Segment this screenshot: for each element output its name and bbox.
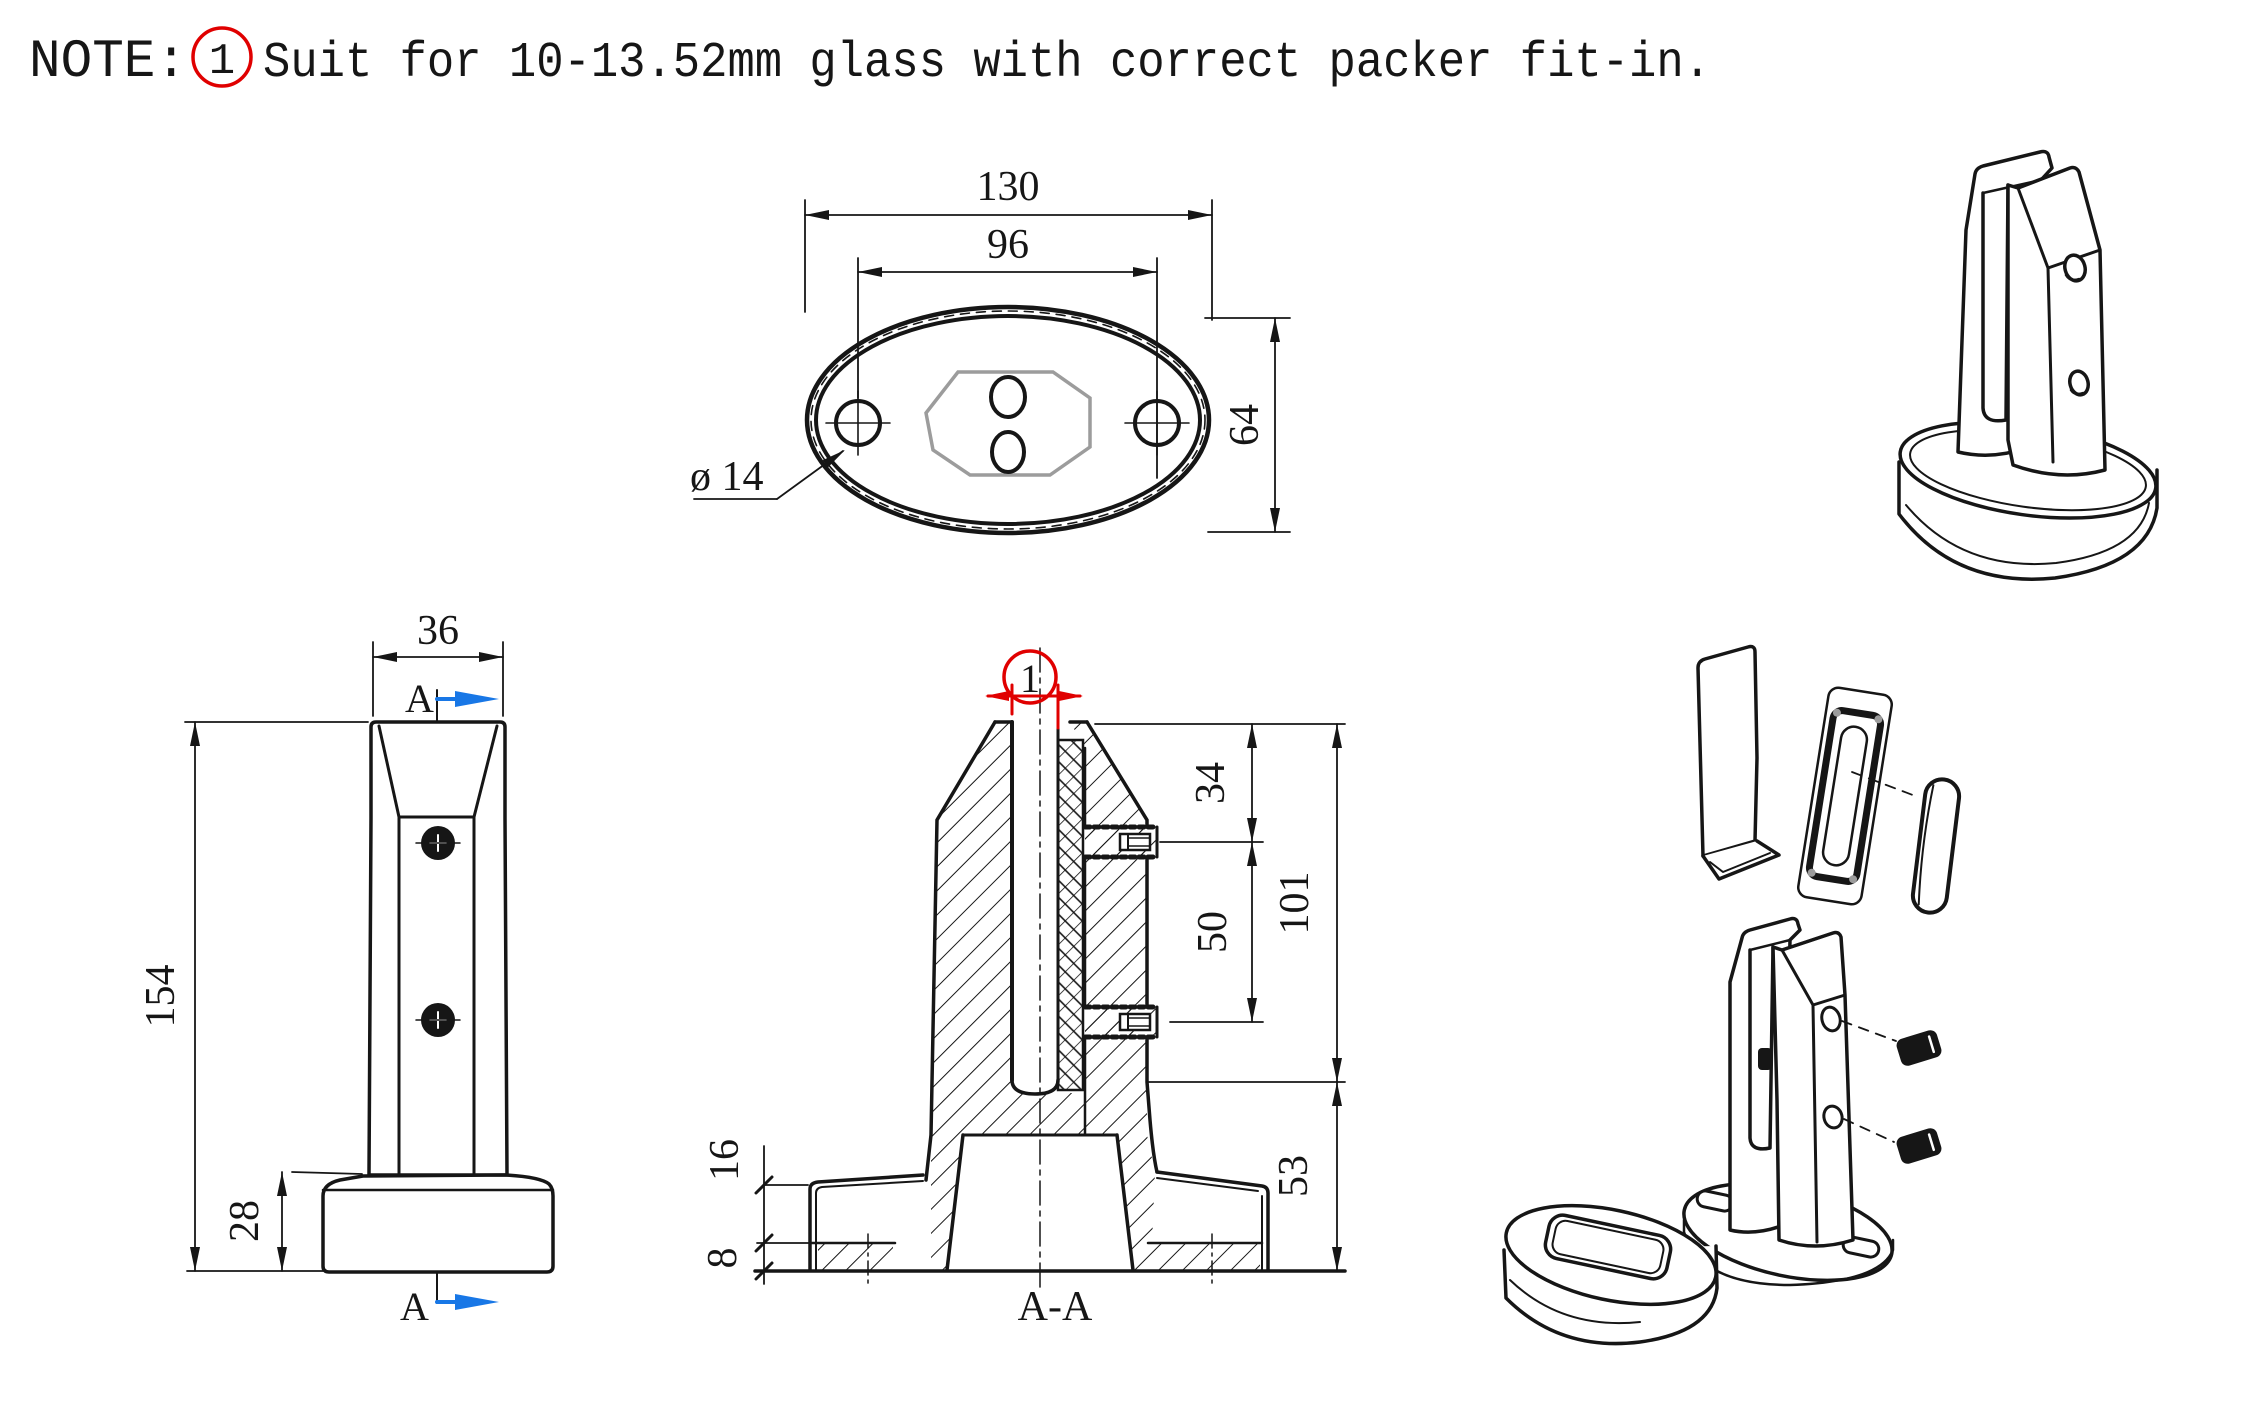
slot-hole-bottom: [990, 430, 1026, 474]
grub-screw-2: [1082, 1004, 1160, 1040]
right-base-wedge-hatch: [1117, 1135, 1260, 1270]
base-outline: [321, 1173, 555, 1274]
dim-64: 64: [1204, 317, 1291, 533]
dim-96: 96: [857, 222, 1158, 479]
dim-130: 130: [804, 164, 1213, 321]
svg-text:36: 36: [417, 608, 459, 654]
note-callout-number: 1: [209, 37, 235, 87]
svg-text:130: 130: [977, 164, 1040, 210]
body-outline: [367, 720, 509, 1177]
set-screw-2: [1896, 1128, 1942, 1164]
side-screw-1: [415, 826, 461, 860]
iso-slot: [1981, 183, 2010, 423]
svg-text:34: 34: [1188, 762, 1234, 804]
glass-slot: [1013, 722, 1057, 1092]
below-slot-hatch: [1012, 1093, 1085, 1135]
section-label: A-A: [1018, 1284, 1093, 1330]
section-arrow-top: A: [405, 676, 499, 721]
grub-screw-1: [1082, 824, 1160, 860]
base-cover: [1502, 1203, 1719, 1346]
dim-34: 34: [1188, 723, 1257, 843]
dim-28: 28: [222, 1171, 363, 1272]
svg-text:A: A: [405, 676, 434, 721]
left-base-wedge-hatch: [931, 1135, 963, 1270]
exploded-view: [1502, 644, 1962, 1346]
iso-base-bottom-line: [1905, 502, 2150, 566]
side-screw-2: [415, 1003, 461, 1037]
base-oval-mid-dashed: [810, 310, 1206, 530]
right-base-lip: [1146, 1170, 1270, 1285]
svg-text:64: 64: [1222, 404, 1268, 446]
glass-gap-callout: 1: [985, 649, 1083, 730]
top-view: 130 96 64 ø 14: [690, 164, 1291, 536]
iso-screw-hole-1: [2063, 253, 2087, 283]
dim-50: 50: [1190, 841, 1257, 1023]
note-body: Suit for 10-13.52mm glass with correct p…: [263, 35, 1711, 92]
base-oval-outer: [804, 304, 1212, 536]
svg-text:16: 16: [702, 1139, 748, 1181]
note-callout-circle: [191, 26, 253, 88]
set-screw-1: [1896, 1030, 1942, 1066]
side-view: 36 154 28 A A: [138, 608, 555, 1329]
svg-text:101: 101: [1272, 872, 1318, 935]
packer-strip: [1056, 738, 1085, 1092]
callout-number: 1: [1020, 656, 1040, 701]
leader-gasket-capsule: [1851, 771, 1919, 798]
l-packer-plate: [1696, 644, 1781, 881]
svg-text:8: 8: [700, 1248, 746, 1269]
left-base-lip: [808, 1173, 925, 1285]
hidden-boss-octagon: [924, 370, 1092, 477]
svg-text:50: 50: [1190, 911, 1236, 953]
svg-text:154: 154: [138, 965, 184, 1028]
capsule-pad: [1910, 777, 1962, 915]
svg-text:A: A: [400, 1284, 429, 1329]
slot-bottom: [1010, 1078, 1060, 1096]
iso-assembled-view: [1897, 149, 2159, 581]
section-arrow-bottom: A: [400, 1284, 499, 1329]
dim-101: 101: [1272, 723, 1342, 1083]
dim-154: 154: [138, 721, 369, 1272]
note-line: NOTE: 1 Suit for 10-13.52mm glass with c…: [29, 26, 1711, 93]
iso-front-jaw: [2006, 165, 2107, 477]
left-wall-hatch: [931, 722, 1012, 1135]
section-view: 1 34 50: [700, 647, 1347, 1330]
left-anchor-hole: [825, 390, 891, 456]
gasket-plate: [1797, 686, 1893, 906]
note-prefix: NOTE:: [29, 32, 187, 93]
dim-16-8: 16 8: [700, 1139, 774, 1285]
slot-hole-top: [989, 375, 1027, 419]
svg-text:ø 14: ø 14: [690, 454, 764, 500]
base-oval-inner: [814, 314, 1202, 526]
svg-text:53: 53: [1271, 1155, 1317, 1197]
iso-angle-face: [2016, 166, 2102, 464]
exploded-spigot-body: [1682, 916, 1895, 1287]
dim-53: 53: [1271, 1081, 1342, 1272]
leader-screw-1: [1841, 1020, 1897, 1042]
dim-hole-dia: ø 14: [690, 450, 845, 500]
svg-text:28: 28: [222, 1200, 268, 1242]
dim-36: 36: [372, 608, 504, 717]
svg-text:96: 96: [987, 222, 1029, 268]
leader-screw-2: [1843, 1118, 1895, 1143]
left-ring-hatch: [818, 1243, 893, 1270]
